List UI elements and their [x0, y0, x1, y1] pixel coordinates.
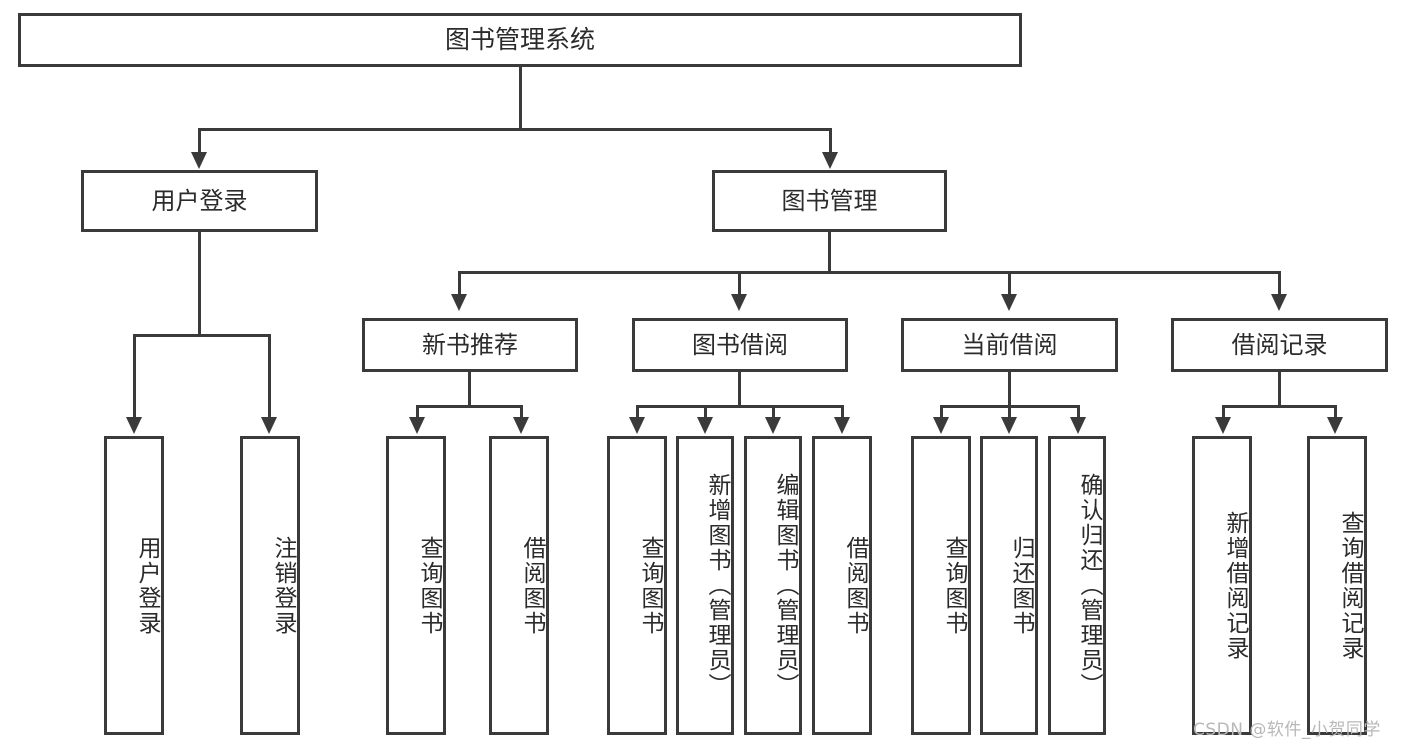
node-label: 图书管理系统 — [444, 25, 595, 54]
leaf-label: 查询借阅记录 — [1337, 510, 1363, 661]
edge-book-manage-stem — [828, 232, 831, 271]
node-user-login[interactable]: 用户登录 — [81, 170, 318, 232]
node-label: 当前借阅 — [961, 330, 1058, 359]
leaf-query-book-current[interactable]: 查询图书 — [911, 436, 971, 735]
arrow-current-borrow-leaf-3 — [1070, 417, 1086, 434]
arrow-new-book-leaf-2 — [513, 417, 529, 434]
leaf-add-book-admin[interactable]: 新增图书（管理员） — [676, 436, 734, 735]
arrow-current-borrow-leaf-1 — [933, 417, 949, 434]
node-label: 图书管理 — [781, 186, 878, 215]
leaf-query-book-borrow[interactable]: 查询图书 — [607, 436, 667, 735]
node-label: 新书推荐 — [422, 330, 518, 359]
leaf-label: 注销登录 — [270, 535, 296, 636]
edge-book-borrow-leaf-4 — [841, 405, 844, 421]
edge-to-book-borrow — [738, 271, 741, 297]
node-book-borrow[interactable]: 图书借阅 — [632, 318, 848, 372]
node-new-book-recommend[interactable]: 新书推荐 — [362, 318, 578, 372]
arrow-book-borrow-leaf-3 — [765, 417, 781, 434]
leaf-user-logout[interactable]: 注销登录 — [240, 436, 300, 735]
leaf-label: 查询图书 — [941, 535, 967, 636]
leaf-label: 确认归还（管理员） — [1076, 473, 1102, 698]
leaf-return-book[interactable]: 归还图书 — [980, 436, 1038, 735]
arrow-new-book-leaf-1 — [409, 417, 425, 434]
edge-current-borrow-leaf-3 — [1077, 405, 1080, 421]
leaf-edit-book-admin[interactable]: 编辑图书（管理员） — [744, 436, 802, 735]
arrow-user-login-leaf-2 — [261, 417, 277, 434]
arrow-to-user-login — [191, 152, 207, 169]
leaf-query-borrow-record[interactable]: 查询借阅记录 — [1307, 436, 1367, 735]
arrow-to-new-book — [451, 294, 467, 311]
edge-root-to-book-manage — [829, 128, 832, 155]
edge-to-borrow-record — [1278, 271, 1281, 297]
edge-book-borrow-stem — [738, 372, 741, 405]
edge-root-to-user-login — [198, 128, 201, 155]
leaf-label: 借阅图书 — [842, 535, 868, 636]
arrow-borrow-record-leaf-1 — [1215, 417, 1231, 434]
node-book-manage[interactable]: 图书管理 — [712, 170, 947, 232]
edge-borrow-record-leaf-2 — [1334, 405, 1337, 421]
node-root-system[interactable]: 图书管理系统 — [18, 13, 1022, 67]
edge-book-borrow-leaf-3 — [772, 405, 775, 421]
arrow-to-borrow-record — [1271, 294, 1287, 311]
leaf-label: 查询图书 — [416, 535, 442, 636]
edge-user-login-stem — [198, 232, 201, 334]
leaf-borrow-book-new[interactable]: 借阅图书 — [489, 436, 549, 735]
leaf-query-book-new[interactable]: 查询图书 — [386, 436, 446, 735]
arrow-current-borrow-leaf-2 — [1001, 417, 1017, 434]
edge-root-stem — [519, 67, 522, 128]
edge-borrow-record-stem — [1278, 372, 1281, 405]
edge-current-borrow-stem — [1008, 372, 1011, 405]
arrow-to-current-borrow — [1001, 294, 1017, 311]
leaf-label: 归还图书 — [1008, 535, 1034, 636]
edge-to-current-borrow — [1008, 271, 1011, 297]
edge-new-book-stem — [468, 372, 471, 405]
arrow-user-login-leaf-1 — [126, 417, 142, 434]
node-current-borrow[interactable]: 当前借阅 — [901, 318, 1118, 372]
edge-new-book-leaf-1 — [416, 405, 419, 421]
leaf-label: 借阅图书 — [519, 535, 545, 636]
edge-borrow-record-fanbar — [1222, 405, 1337, 408]
edge-user-login-fanbar — [133, 334, 271, 337]
leaf-user-login[interactable]: 用户登录 — [104, 436, 164, 735]
edge-user-login-leaf-2 — [268, 334, 271, 419]
edge-current-borrow-leaf-1 — [940, 405, 943, 421]
node-label: 图书借阅 — [692, 330, 788, 359]
leaf-label: 新增借阅记录 — [1222, 510, 1248, 661]
edge-book-manage-fanbar — [458, 271, 1281, 274]
node-borrow-record[interactable]: 借阅记录 — [1171, 318, 1388, 372]
edge-user-login-leaf-1 — [133, 334, 136, 419]
arrow-borrow-record-leaf-2 — [1327, 417, 1343, 434]
edge-book-borrow-leaf-1 — [636, 405, 639, 421]
leaf-label: 查询图书 — [637, 535, 663, 636]
arrow-book-borrow-leaf-2 — [697, 417, 713, 434]
edge-book-borrow-leaf-2 — [704, 405, 707, 421]
edge-current-borrow-leaf-2 — [1008, 405, 1011, 421]
arrow-to-book-manage — [822, 152, 838, 169]
edge-borrow-record-leaf-1 — [1222, 405, 1225, 421]
arrow-book-borrow-leaf-4 — [834, 417, 850, 434]
edge-to-new-book — [458, 271, 461, 297]
edge-new-book-leaf-2 — [520, 405, 523, 421]
leaf-label: 用户登录 — [134, 535, 160, 636]
node-label: 用户登录 — [151, 186, 248, 215]
arrow-to-book-borrow — [731, 294, 747, 311]
arrow-book-borrow-leaf-1 — [629, 417, 645, 434]
leaf-label: 编辑图书（管理员） — [772, 473, 798, 698]
edge-root-fanbar — [198, 128, 832, 131]
edge-book-borrow-fanbar — [636, 405, 844, 408]
node-label: 借阅记录 — [1231, 330, 1328, 359]
leaf-borrow-book[interactable]: 借阅图书 — [812, 436, 872, 735]
leaf-label: 新增图书（管理员） — [704, 473, 730, 698]
leaf-confirm-return-admin[interactable]: 确认归还（管理员） — [1048, 436, 1106, 735]
leaf-add-borrow-record[interactable]: 新增借阅记录 — [1192, 436, 1252, 735]
edge-new-book-fanbar — [416, 405, 523, 408]
